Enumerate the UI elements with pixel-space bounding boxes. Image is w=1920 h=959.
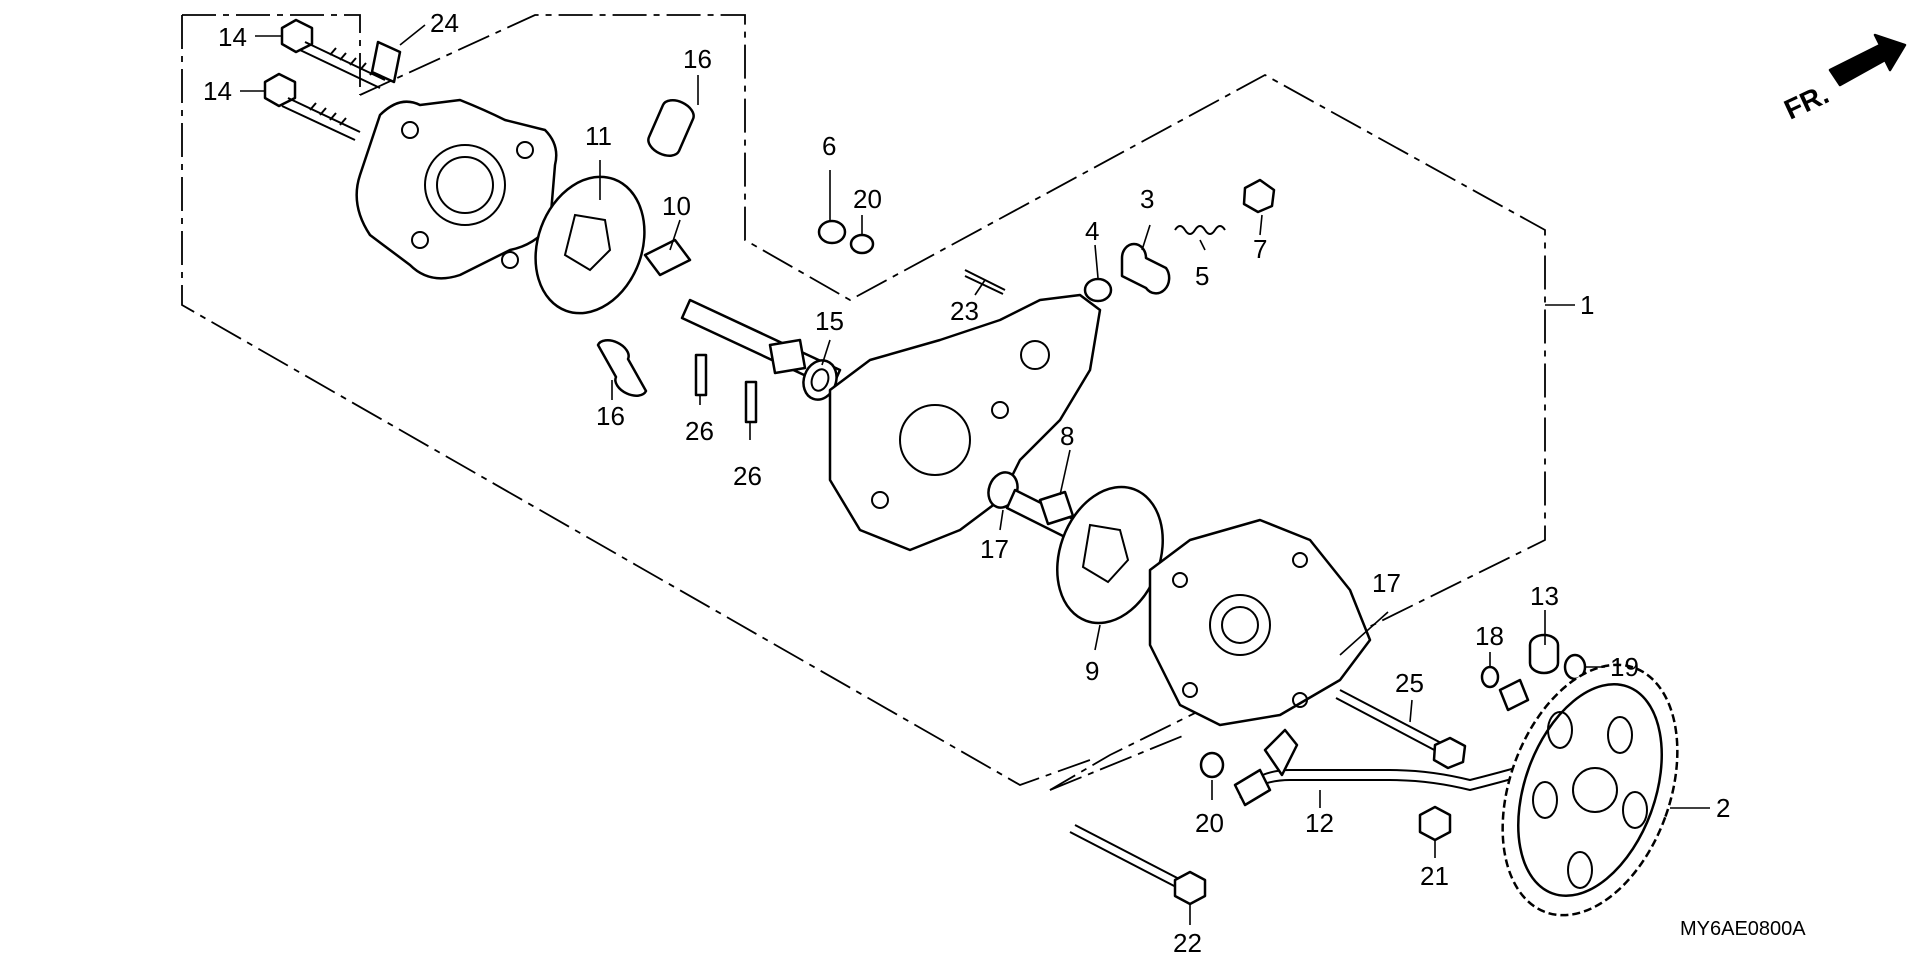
callout-17-left: 17 <box>980 534 1009 564</box>
driven-sprocket-2 <box>1501 663 1679 917</box>
inner-rotor-8 <box>1005 488 1077 540</box>
callout-19: 19 <box>1610 652 1639 682</box>
nut-21 <box>1418 805 1452 842</box>
callout-21: 21 <box>1420 861 1449 891</box>
callout-7: 7 <box>1253 234 1267 264</box>
front-direction-arrow: FR. <box>1779 33 1907 125</box>
callout-15: 15 <box>815 306 844 336</box>
callout-6: 6 <box>822 131 836 161</box>
spring-5 <box>1174 225 1226 235</box>
callout-3: 3 <box>1140 184 1154 214</box>
callout-1: 1 <box>1580 290 1594 320</box>
leader-lines <box>240 24 1710 925</box>
washer-20-upper <box>849 233 875 255</box>
collar-13 <box>1528 633 1560 675</box>
pump-body <box>828 293 1102 552</box>
callout-11: 11 <box>585 121 612 151</box>
sealing-bolt-7 <box>1242 178 1276 214</box>
pump-body-right <box>1148 518 1372 727</box>
callout-17-right: 17 <box>1372 568 1401 598</box>
callout-24: 22 <box>1173 928 1202 958</box>
callout-16-upper: 16 <box>683 44 712 74</box>
callout-2: 2 <box>1716 793 1730 823</box>
flange-bolt-lower <box>263 72 361 141</box>
callout-25: 25 <box>1395 668 1424 698</box>
flange-bolt-upper <box>280 18 386 89</box>
bolt-24 <box>1069 824 1207 906</box>
callout-20-upper: 20 <box>853 184 882 214</box>
dowel-pin-16-upper <box>647 99 695 157</box>
callout-8: 8 <box>1060 421 1074 451</box>
front-direction-label: FR. <box>1779 78 1833 125</box>
callout-4: 4 <box>1085 216 1099 246</box>
callout-26-upper: 26 <box>685 416 714 446</box>
callout-9: 9 <box>1085 656 1099 686</box>
relief-valve-3 <box>1120 242 1171 295</box>
diagram-code: MY6AE0800A <box>1680 918 1806 940</box>
callout-26-lower: 26 <box>733 461 762 491</box>
callout-10: 10 <box>662 191 691 221</box>
callout-14-upper: 14 <box>218 22 247 52</box>
callout-16-lower: 16 <box>596 401 625 431</box>
callout-20-lower: 20 <box>1195 808 1224 838</box>
bolt-25 <box>1335 689 1467 770</box>
callout-5: 5 <box>1195 261 1209 291</box>
callout-23: 24 <box>430 8 459 38</box>
callout-18: 18 <box>1475 621 1504 651</box>
callout-labels: 14 14 24 16 16 6 20 11 10 23 15 26 26 4 … <box>203 8 1730 958</box>
dowel-pin-23 <box>370 40 402 84</box>
pump-cover <box>355 98 558 280</box>
washer-6 <box>817 219 847 245</box>
callout-22: 23 <box>950 296 979 326</box>
callout-13: 13 <box>1530 581 1559 611</box>
dowel-pin-16-lower <box>596 339 648 397</box>
washer-20-lower <box>1199 751 1225 779</box>
cotter-pin-22 <box>964 269 1006 295</box>
outer-rotor-11 <box>534 175 646 315</box>
callout-12: 12 <box>1305 808 1334 838</box>
washer-18 <box>1480 665 1500 689</box>
o-ring-4 <box>1083 277 1113 303</box>
shaft-pin-26-lower <box>744 380 758 424</box>
callout-14-lower: 14 <box>203 76 232 106</box>
shaft-pin-26-upper <box>694 353 708 397</box>
